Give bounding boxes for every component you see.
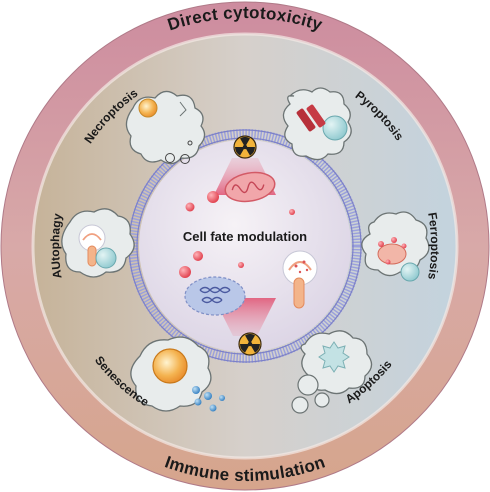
ros-particle bbox=[289, 209, 295, 215]
nucleus-dna-icon bbox=[184, 276, 246, 316]
ros-particle bbox=[179, 266, 191, 278]
ros-particle bbox=[185, 202, 195, 212]
autophagy-cell bbox=[61, 208, 135, 278]
apoptosis-cell bbox=[291, 330, 373, 414]
ros-particle bbox=[207, 191, 219, 203]
autophagy-label: AUtophagy bbox=[48, 212, 65, 279]
radiation-icon bbox=[238, 332, 262, 356]
pyroptosis-cell bbox=[282, 87, 352, 161]
necroptosis-cell bbox=[125, 90, 206, 165]
mitochondrion-icon bbox=[224, 171, 276, 203]
ferroptosis-label: Ferroptosis bbox=[425, 211, 442, 280]
ferroptosis-cell bbox=[361, 211, 430, 282]
ros-particle bbox=[238, 262, 244, 268]
center-label: Cell fate modulation bbox=[183, 229, 307, 244]
senescence-cell bbox=[130, 336, 225, 412]
radiation-icon bbox=[233, 135, 257, 159]
ros-particle bbox=[193, 251, 203, 261]
autophagosome-icon bbox=[282, 250, 318, 309]
